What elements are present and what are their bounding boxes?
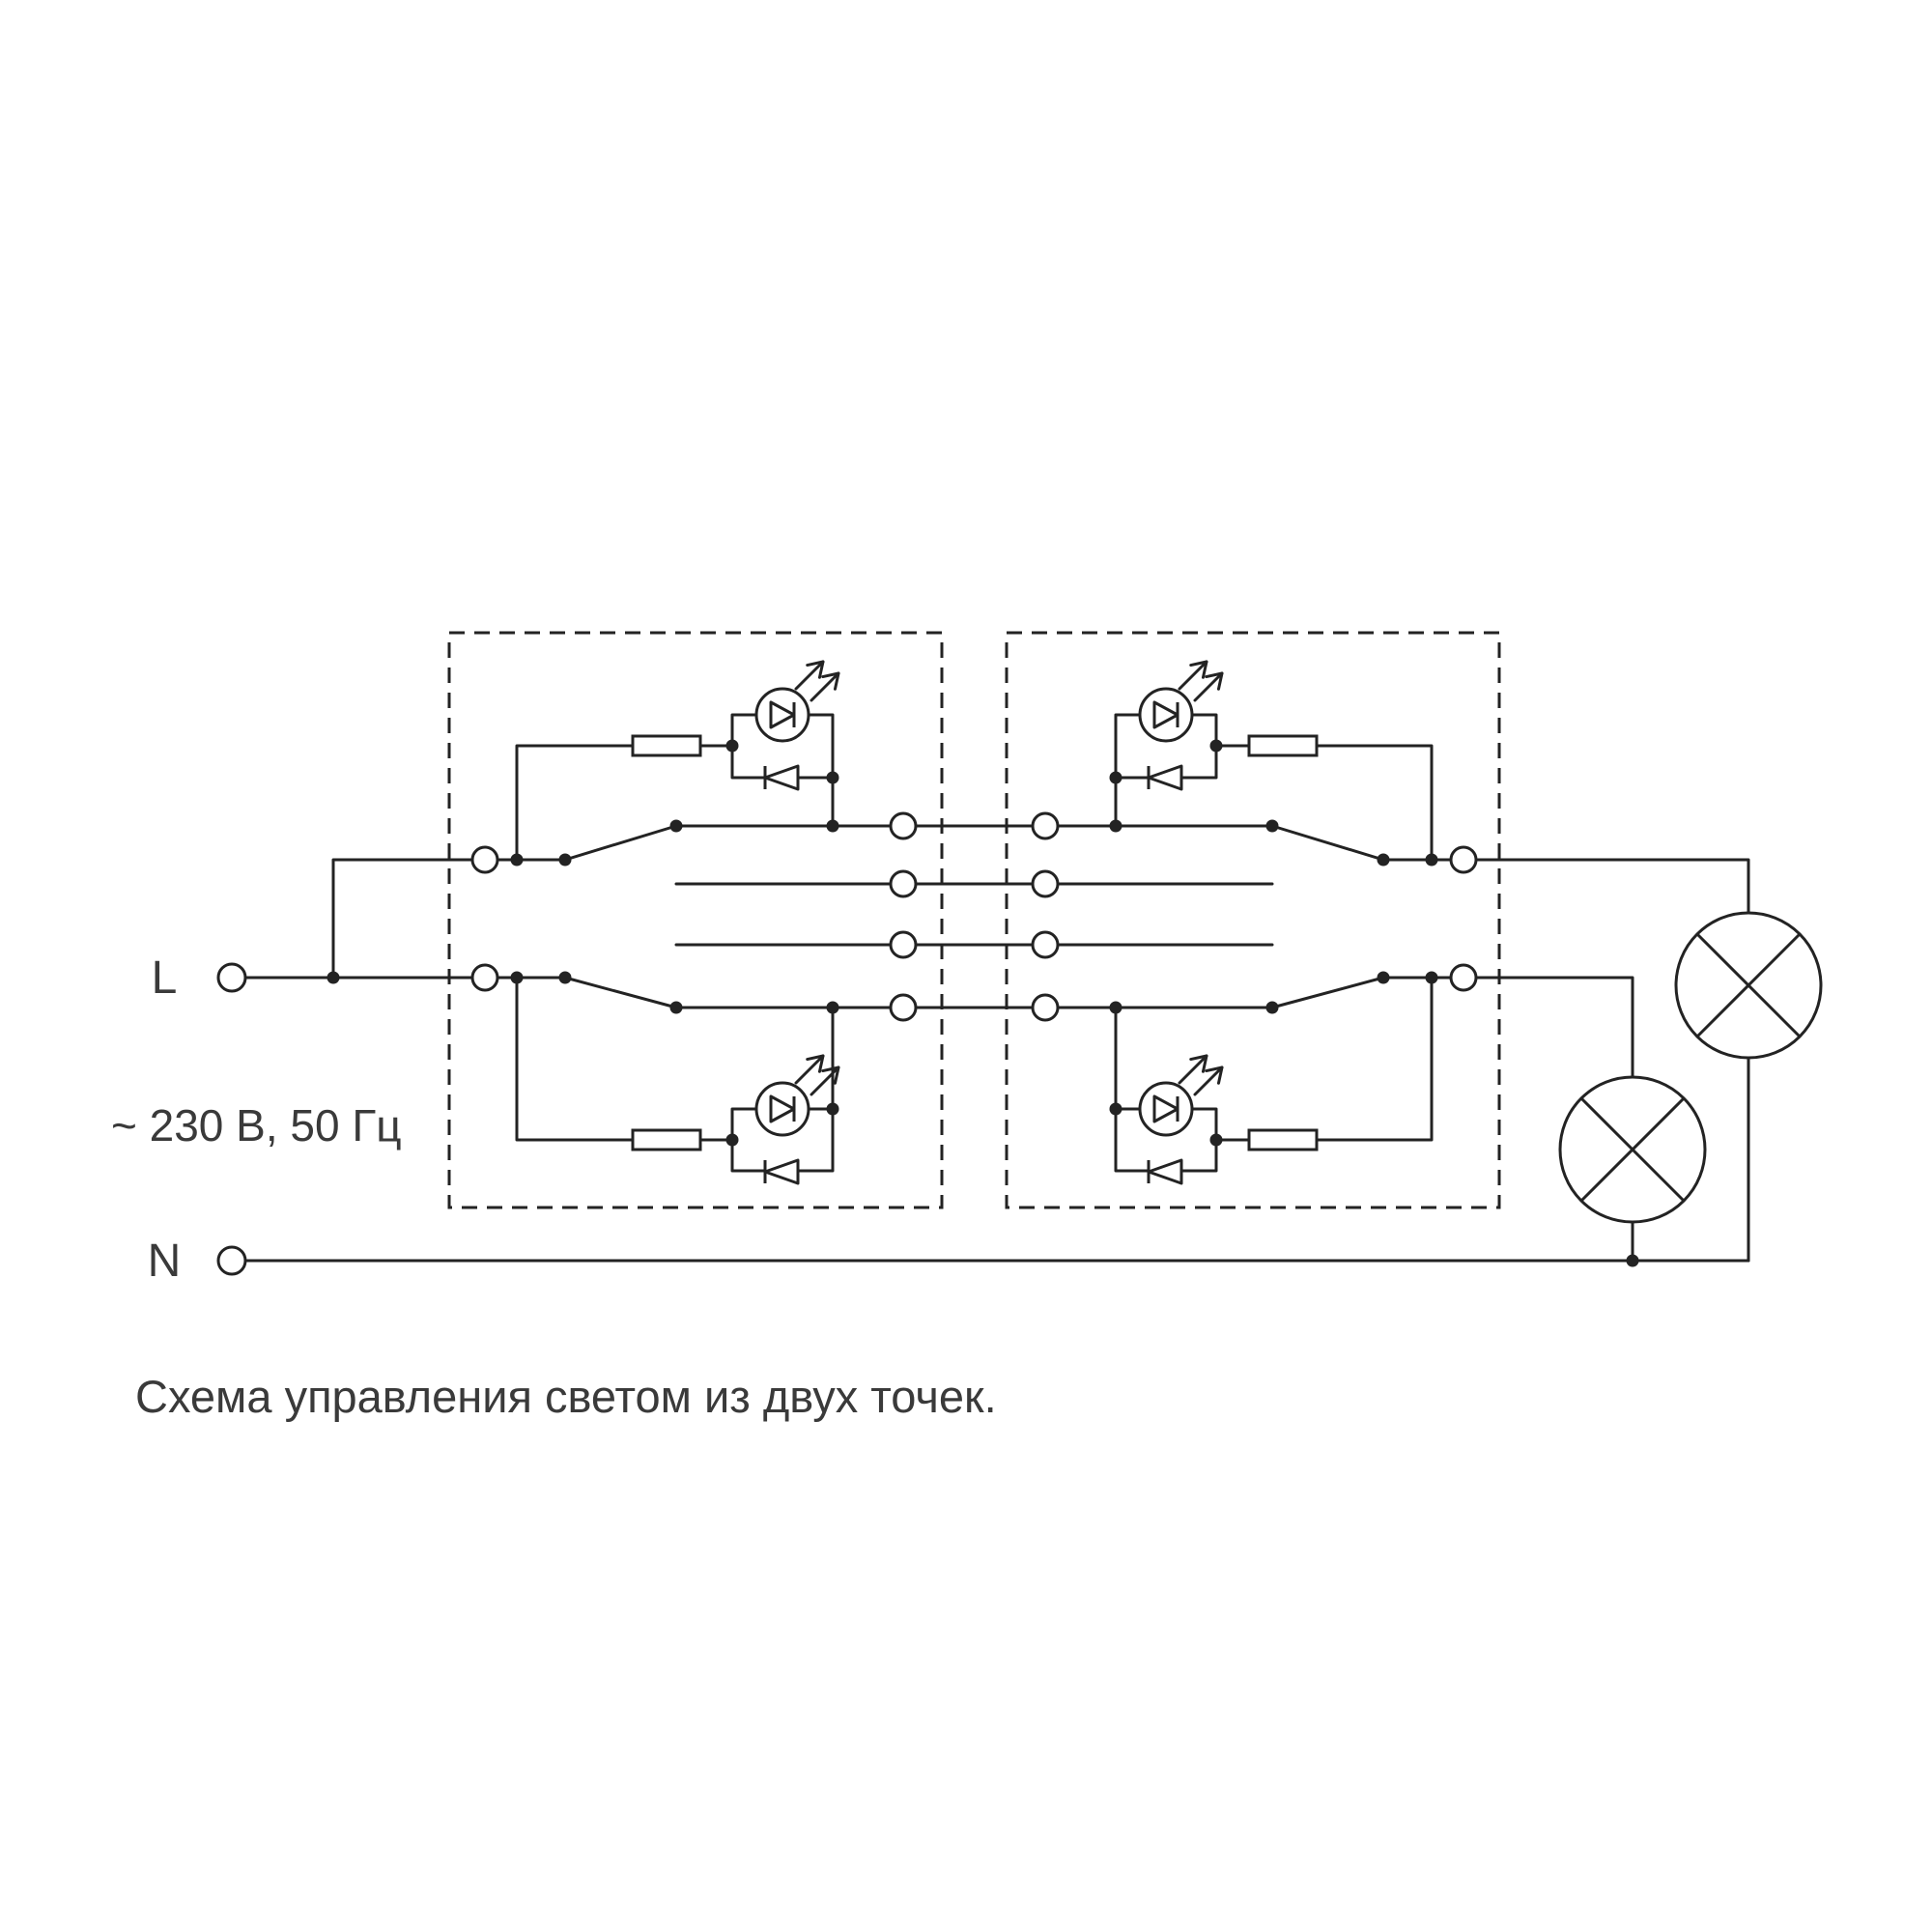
line-terminal: [216, 962, 247, 993]
switch-lever: [1270, 824, 1385, 862]
line-label: L: [152, 952, 178, 1004]
led-indicator: [756, 1056, 838, 1183]
traveler-terminals-right-module: [1031, 811, 1060, 1022]
unit-wires: [496, 713, 893, 886]
junction-dots: [1109, 971, 1438, 1147]
input-feed-wires: [243, 858, 1750, 1263]
module-outline: [1005, 631, 1501, 1209]
terminal-common: [1449, 963, 1478, 992]
switch-lever: [563, 824, 678, 862]
lamp-wiring: [1474, 858, 1750, 1267]
unit-wires: [1056, 943, 1453, 1173]
switch-lever: [563, 976, 678, 1009]
lamp-feed-wires: [1474, 858, 1750, 1263]
junction-dot: [327, 971, 340, 984]
switch-unit-top-right: [1056, 662, 1478, 886]
led-indicator: [1140, 1056, 1222, 1183]
unit-wires: [496, 943, 893, 1173]
led-indicator: [756, 662, 838, 789]
switch-unit-bottom-right: [1056, 943, 1478, 1183]
junction-dots: [1109, 739, 1438, 867]
resistor-symbol: [631, 1128, 702, 1151]
switch-unit-top-left: [470, 662, 893, 886]
resistor-symbol: [1247, 1128, 1319, 1151]
unit-wires: [1056, 713, 1453, 886]
neutral-label: N: [148, 1236, 182, 1287]
lamp-bottom: [1558, 1075, 1707, 1224]
diagram-caption: Схема управления светом из двух точек.: [135, 1371, 997, 1422]
terminal-common: [1449, 845, 1478, 874]
voltage-rating-label: ~ 230 В, 50 Гц: [111, 1100, 402, 1151]
traveler-terminals-left-module: [889, 811, 918, 1022]
resistor-symbol: [631, 734, 702, 757]
module-outline: [447, 631, 944, 1209]
terminal-common: [470, 963, 499, 992]
traveler-link-wires: [914, 824, 1035, 1009]
resistor-symbol: [1247, 734, 1319, 757]
lamp-top: [1674, 911, 1823, 1060]
switch-module-left: [447, 631, 944, 1209]
led-indicator: [1140, 662, 1222, 789]
junction-dot: [1626, 1254, 1639, 1267]
switch-lever: [1270, 976, 1385, 1009]
power-input: L N ~ 230 В, 50 Гц: [111, 952, 402, 1287]
neutral-terminal: [216, 1245, 247, 1276]
junction-dots: [510, 971, 839, 1147]
switch-module-right: [1005, 631, 1501, 1209]
switch-unit-bottom-left: [470, 943, 893, 1183]
terminal-common: [470, 845, 499, 874]
line-feed-wire: [243, 858, 474, 980]
junction-dots: [510, 739, 839, 867]
